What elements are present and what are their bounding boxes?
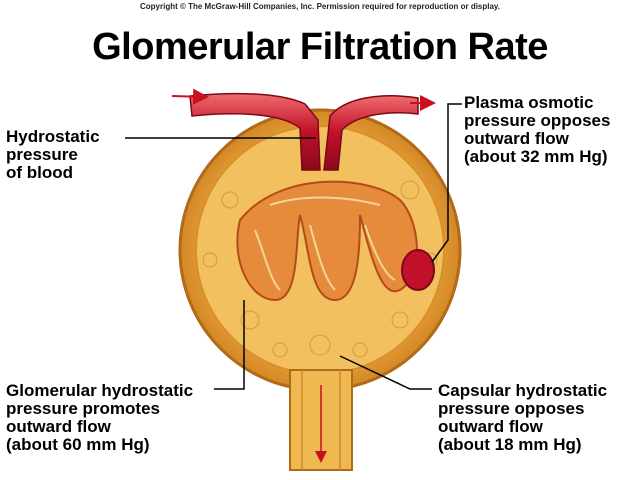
proximal-tubule [289, 369, 353, 471]
leader-lines [125, 103, 462, 390]
glomerular-capillaries [236, 180, 435, 302]
label-plasma-osmotic-pressure: Plasma osmotic pressure opposes outward … [464, 93, 611, 166]
copyright-notice: Copyright © The McGraw-Hill Companies, I… [139, 2, 501, 11]
label-capsular-hydrostatic-pressure: Capsular hydrostatic pressure opposes ou… [438, 381, 608, 454]
arterioles [171, 88, 436, 171]
label-glomerular-hydrostatic-pressure: Glomerular hydrostatic pressure promotes… [6, 381, 194, 454]
page-title: Glomerular Filtration Rate [92, 26, 548, 68]
label-hydrostatic-pressure-of-blood: Hydrostatic pressure of blood [6, 127, 100, 182]
